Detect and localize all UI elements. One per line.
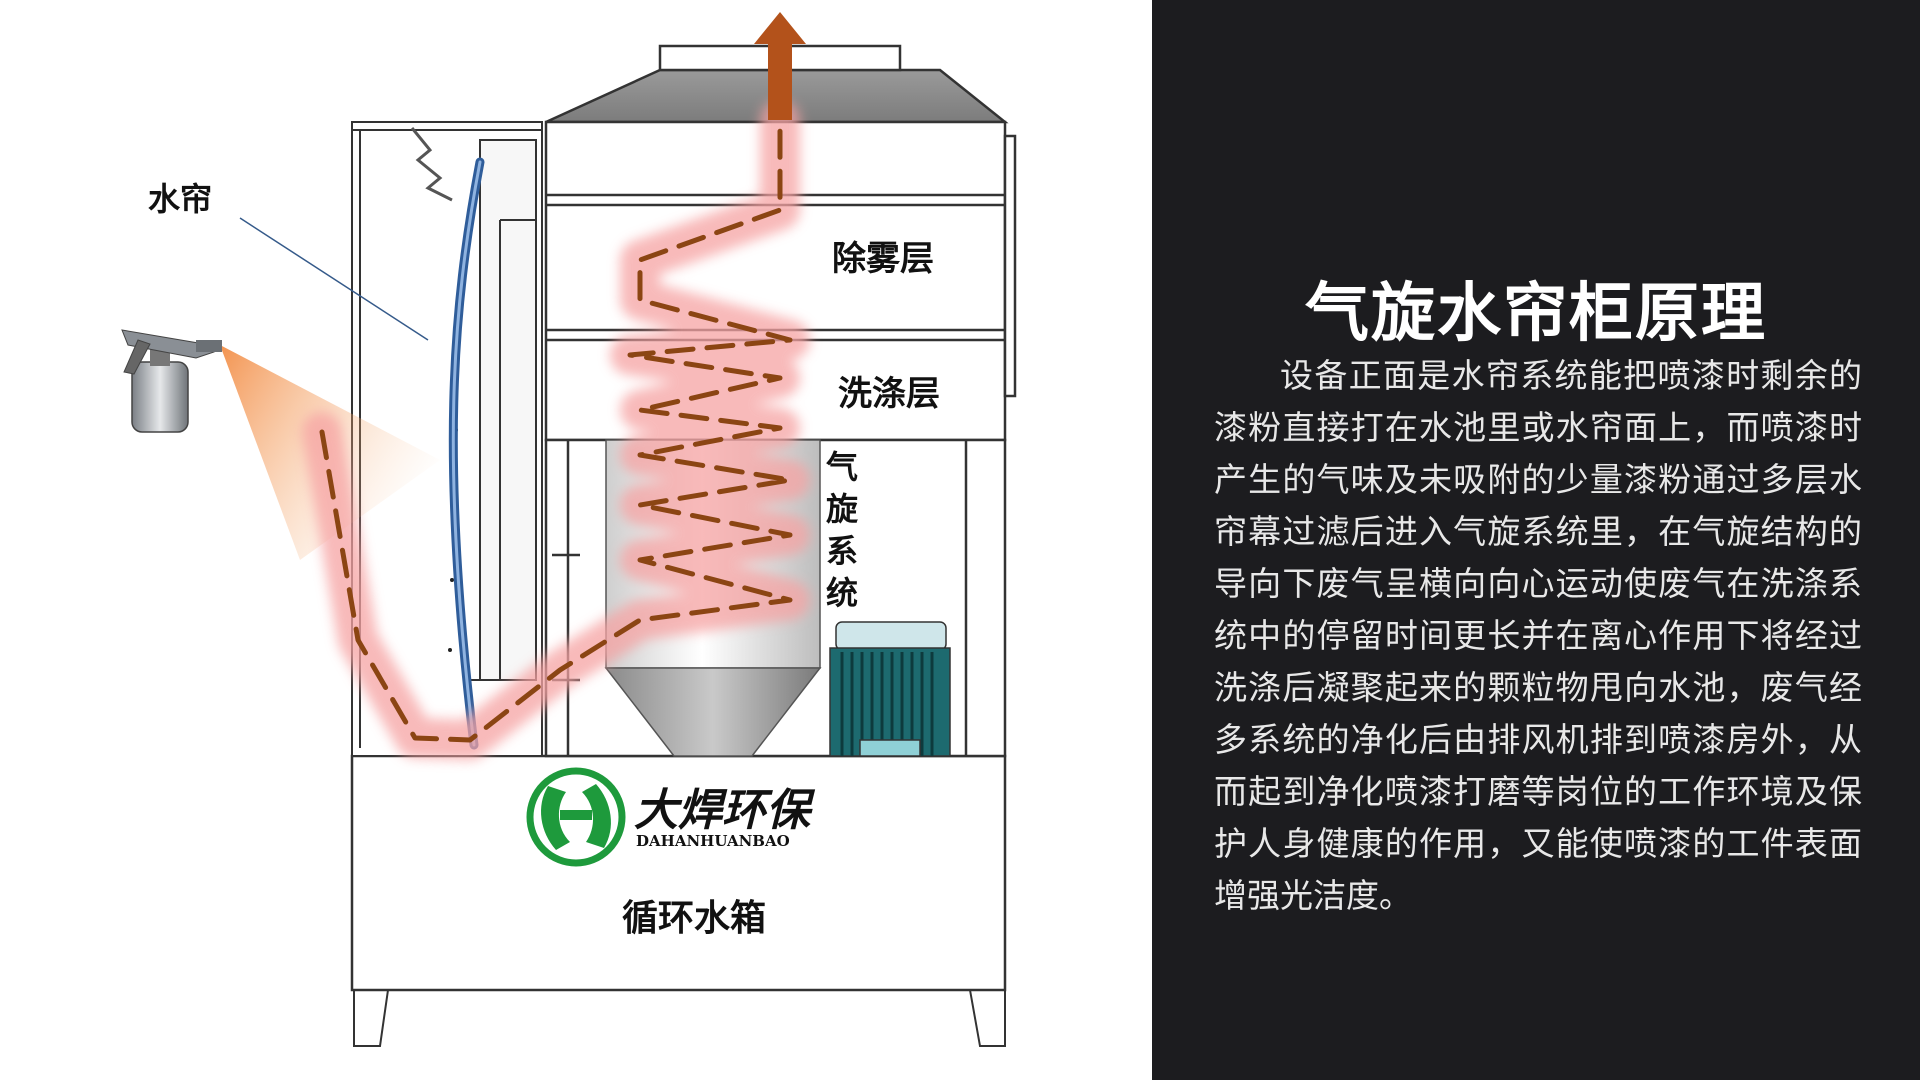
water-tank-label: 循环水箱 — [622, 898, 766, 939]
exhaust-fan-motor — [829, 621, 951, 757]
water-curtain-label: 水帘 — [148, 180, 212, 218]
curtain-hanger — [410, 127, 453, 202]
description-panel: 气旋水帘柜原理 设备正面是水帘系统能把喷漆时剩余的漆粉直接打在水池里或水帘面上，… — [1152, 0, 1920, 1080]
airflow-path — [319, 117, 793, 743]
cyclone-char: 旋 — [826, 490, 858, 528]
logo-name-en: DAHANHUANBAO — [636, 832, 790, 850]
panel-title: 气旋水帘柜原理 — [1305, 277, 1767, 351]
cyclone-booth-diagram: 水帘 除雾层 洗涤层 气 旋 系 统 循环水箱 大焊环保 DAHANHUANBA… — [121, 12, 1017, 1047]
cyclone-system-label: 气 旋 系 统 — [826, 448, 858, 612]
curtain-leader-line — [239, 217, 429, 341]
cyclone-char: 气 — [826, 448, 858, 486]
cyclone-char: 统 — [826, 574, 858, 612]
cabinet-legs — [353, 989, 1006, 1047]
demist-layer-label: 除雾层 — [832, 239, 934, 279]
logo-name-cn: 大焊环保 — [634, 785, 816, 836]
water-tank-box — [350, 754, 1007, 992]
panel-body-text: 设备正面是水帘系统能把喷漆时剩余的漆粉直接打在水池里或水帘面上，而喷漆时产生的气… — [1214, 356, 1862, 915]
company-logo: 大焊环保 DAHANHUANBAO — [526, 767, 816, 867]
cyclone-char: 系 — [826, 532, 858, 570]
wash-layer-label: 洗涤层 — [838, 374, 940, 414]
exhaust-arrow-icon — [754, 12, 806, 120]
